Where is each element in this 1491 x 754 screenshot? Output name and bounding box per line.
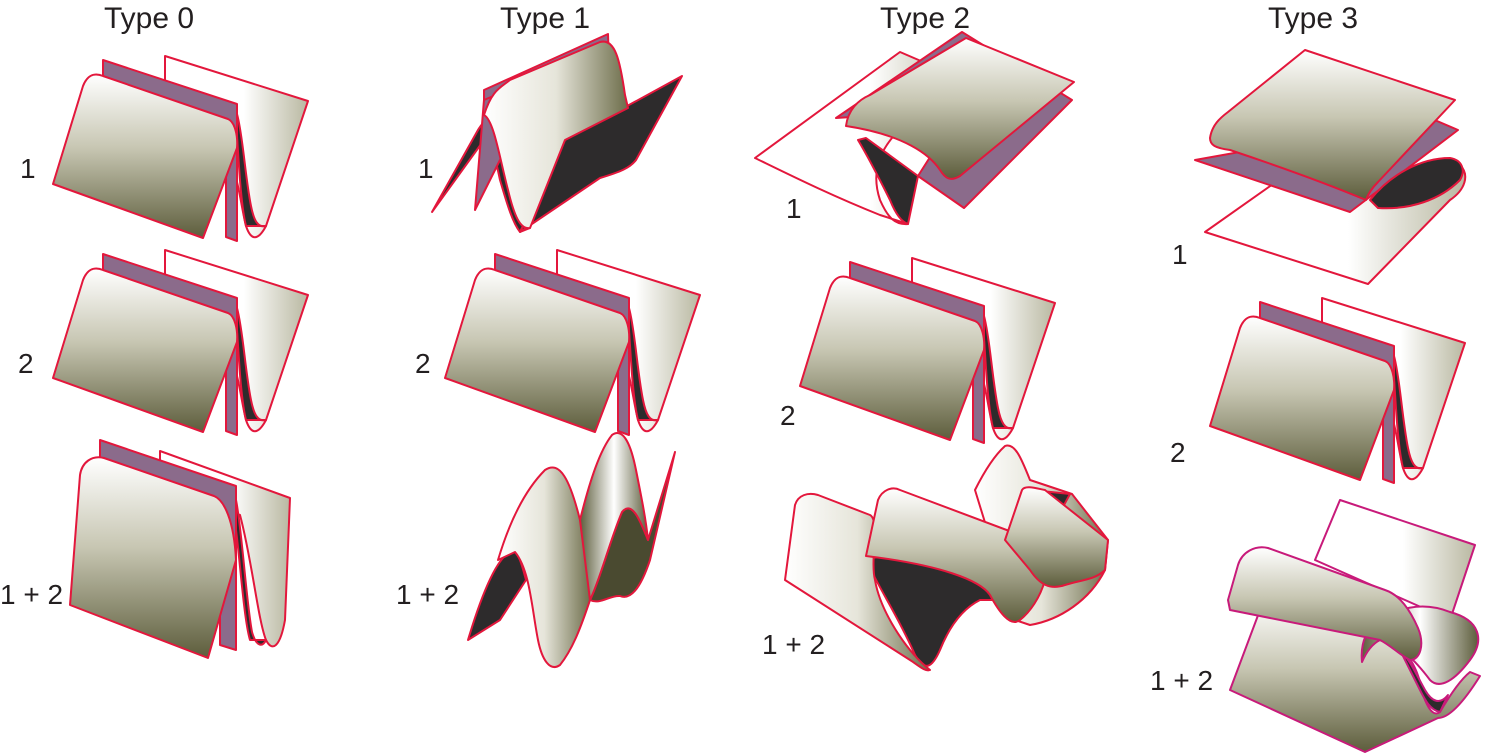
type0-label-1: 1 [20,153,36,184]
type0-label-1-plus-2: 1 + 2 [0,579,63,610]
column-title-type-0: Type 0 [104,2,194,35]
type2-label-1-plus-2: 1 + 2 [762,629,825,660]
type2-fold-1 [754,31,1075,226]
type3-fold-1 [1194,49,1467,285]
type3-label-1-plus-2: 1 + 2 [1150,665,1213,696]
type1-label-1: 1 [418,153,434,184]
column-title-type-3: Type 3 [1268,2,1358,35]
type3-label-1: 1 [1172,239,1188,270]
type0-label-2: 2 [18,348,34,379]
column-title-type-1: Type 1 [500,2,590,35]
type1-label-2: 2 [415,348,431,379]
type3-fold-1-plus-2 [1227,499,1481,753]
type1-label-1-plus-2: 1 + 2 [396,579,459,610]
type3-label-2: 2 [1170,437,1186,468]
type1-fold-1 [431,33,683,233]
type2-label-2: 2 [780,400,796,431]
type3-fold-2 [1209,297,1466,484]
type2-fold-2 [799,257,1056,444]
type0-fold-1 [52,55,309,242]
type2-label-1: 1 [786,193,802,224]
column-title-type-2: Type 2 [880,2,970,35]
type2-fold-1-plus-2 [784,444,1109,672]
type0-fold-1-plus-2 [69,439,291,659]
type1-fold-2 [444,249,701,436]
type1-fold-1-plus-2 [467,432,676,668]
type0-fold-2 [52,249,309,436]
